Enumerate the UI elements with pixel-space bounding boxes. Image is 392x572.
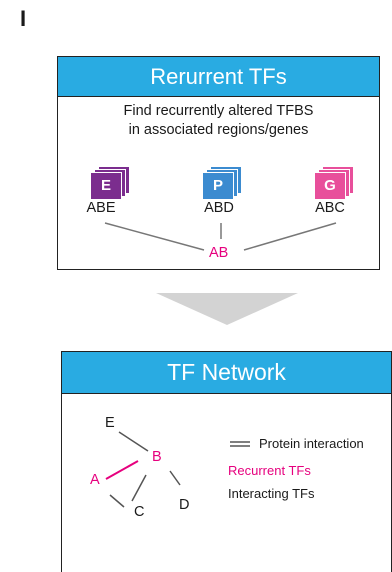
panel-label: I (20, 6, 27, 31)
combo-abc: ABC (315, 200, 345, 216)
stack-g-icon: G (314, 165, 356, 200)
legend-recurrent-tfs: Recurrent TFs (228, 463, 311, 478)
down-arrow-icon (156, 293, 298, 325)
stack-e-letter: E (90, 172, 122, 200)
combo-abd: ABD (204, 200, 234, 216)
stack-p-letter: P (202, 172, 234, 200)
combo-abe: ABE (86, 200, 116, 216)
legend-protein-interaction: Protein interaction (259, 436, 364, 451)
recurrent-tfs-title: Rerurrent TFs (58, 57, 379, 97)
node-d: D (179, 497, 190, 513)
node-b: B (152, 449, 162, 465)
tf-network-box: TF Network E B A C D Protein interaction… (61, 351, 392, 572)
convergence-lines (104, 222, 337, 251)
stack-g-letter: G (314, 172, 346, 200)
node-c: C (134, 504, 145, 520)
legend-interacting-tfs: Interacting TFs (228, 486, 315, 501)
tf-network-title: TF Network (62, 352, 391, 394)
description-line-1: Find recurrently altered TFBS (123, 103, 314, 119)
description-line-2: in associated regions/genes (128, 122, 309, 138)
node-a: A (90, 472, 100, 488)
network-edges (105, 431, 250, 508)
recurrent-tfs-box: Rerurrent TFs Find recurrently altered T… (57, 56, 380, 270)
stack-p-icon: P (202, 165, 244, 200)
stack-e-icon: E (90, 165, 132, 200)
shared-ab-label: AB (209, 245, 229, 261)
node-e: E (105, 415, 115, 431)
